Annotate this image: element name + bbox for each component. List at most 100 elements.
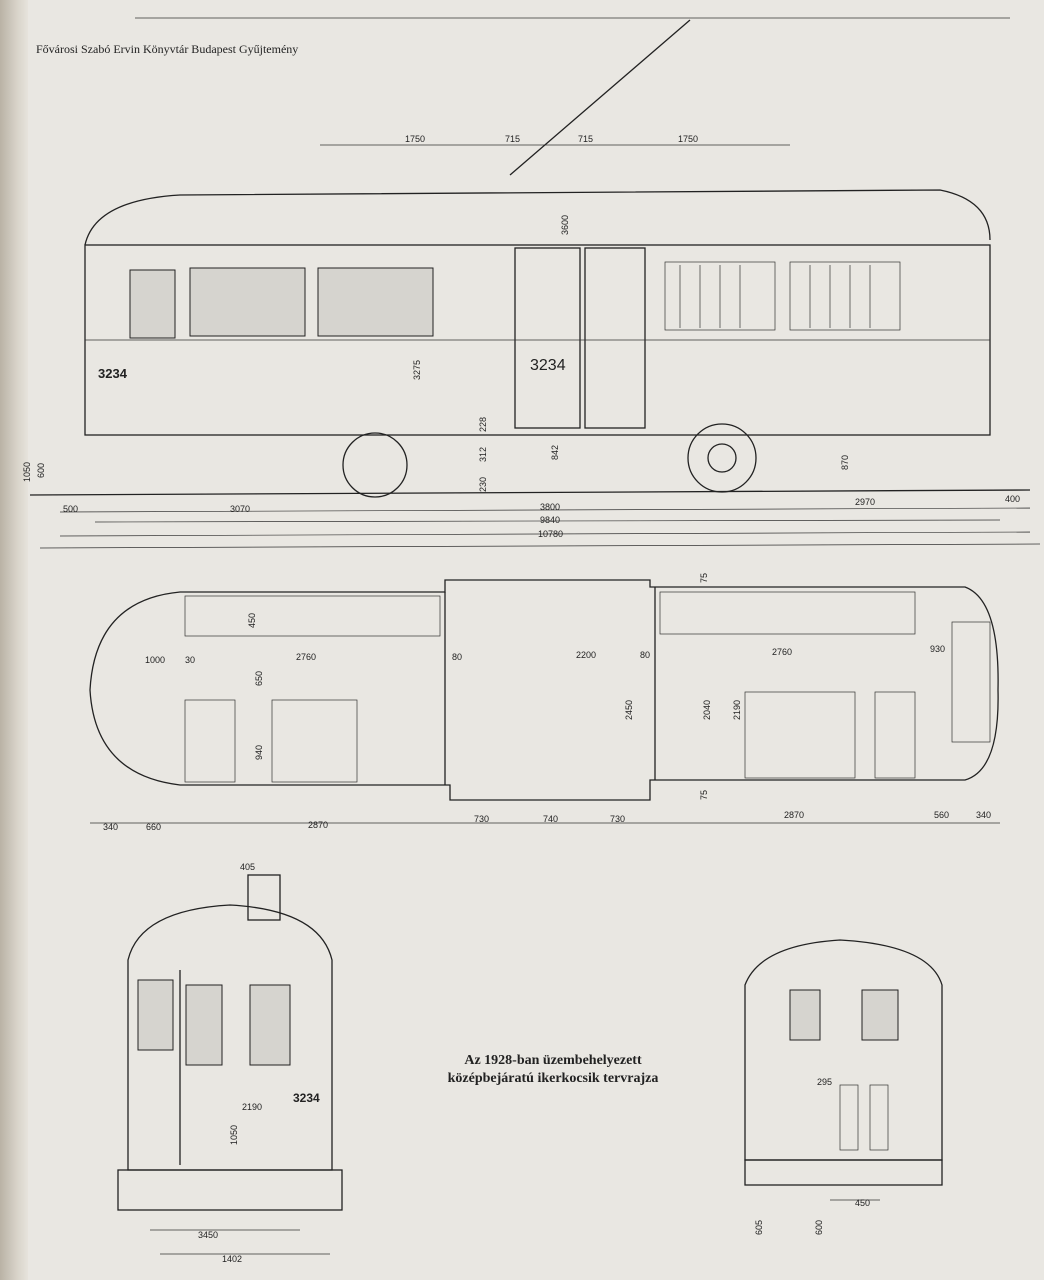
dim-label: 600 — [814, 1220, 824, 1235]
dim-line — [59, 531, 1031, 537]
window — [789, 989, 821, 1041]
dim-label: 2760 — [772, 647, 792, 657]
front-body — [127, 904, 333, 1171]
dim-label: 1402 — [222, 1254, 242, 1264]
roof-outline — [84, 189, 991, 246]
bench — [184, 595, 441, 637]
seat — [951, 621, 991, 743]
dim-label: 400 — [1005, 494, 1020, 504]
dim-label: 600 — [36, 463, 46, 478]
dim-line — [94, 519, 1001, 523]
dim-label: 1050 — [22, 462, 32, 482]
dim-label: 295 — [817, 1077, 832, 1087]
dim-label: 2190 — [732, 700, 742, 720]
car-number: 3234 — [293, 1091, 320, 1105]
wheel — [342, 432, 408, 498]
dim-label: 80 — [640, 650, 650, 660]
dim-label: 730 — [474, 814, 489, 824]
dim-label: 75 — [699, 573, 709, 583]
dim-label: 940 — [254, 745, 264, 760]
door — [514, 247, 581, 429]
dim-label: 450 — [247, 613, 257, 628]
seat — [271, 699, 358, 783]
seat — [184, 699, 236, 783]
library-watermark: Fővárosi Szabó Ervin Könyvtár Budapest G… — [36, 42, 299, 56]
window — [189, 267, 306, 337]
floor-outline — [89, 579, 999, 801]
caption-line-2: középbejáratú ikerkocsik tervrajza — [447, 1071, 659, 1086]
dim-label: 75 — [699, 790, 709, 800]
dim-label: 2870 — [308, 820, 328, 830]
window — [317, 267, 434, 337]
drawing-line — [707, 443, 737, 473]
book-spine — [0, 0, 28, 1280]
window — [185, 984, 223, 1066]
rail-line — [29, 489, 1031, 496]
dim-label: 2190 — [242, 1102, 262, 1112]
dim-label: 500 — [63, 504, 78, 514]
dim-label: 650 — [254, 671, 264, 686]
rear-view: 295 450 605 600 — [744, 939, 943, 1235]
dim-label: 730 — [610, 814, 625, 824]
headlamp-housing — [247, 874, 281, 921]
seat-section — [664, 261, 776, 331]
rear-body — [744, 939, 943, 1161]
dim-label: 842 — [550, 445, 560, 460]
dim-label: 870 — [840, 455, 850, 470]
dim-label: 3275 — [412, 360, 422, 380]
dim-label: 2760 — [296, 652, 316, 662]
seat — [744, 691, 856, 779]
dim-label: 340 — [103, 822, 118, 832]
dim-label: 715 — [578, 134, 593, 144]
door-panel — [839, 1084, 859, 1151]
window — [861, 989, 899, 1041]
trolley-pole — [509, 19, 691, 176]
dim-label: 3450 — [198, 1230, 218, 1240]
dim-label: 9840 — [540, 515, 560, 525]
dim-label: 10780 — [538, 529, 563, 539]
plan-view: 450 1000 30 2760 650 940 80 2200 80 2450… — [89, 573, 1000, 832]
dim-label: 3070 — [230, 504, 250, 514]
seat — [874, 691, 916, 779]
dim-label: 930 — [930, 644, 945, 654]
undercarriage — [744, 1159, 943, 1186]
dim-label: 1000 — [145, 655, 165, 665]
dim-line — [39, 543, 1041, 549]
car-number-door: 3234 — [530, 357, 566, 374]
dim-label: 230 — [478, 477, 488, 492]
dim-label: 740 — [543, 814, 558, 824]
dim-label: 450 — [855, 1198, 870, 1208]
dim-label: 3600 — [560, 215, 570, 235]
dim-label: 660 — [146, 822, 161, 832]
seat-section — [789, 261, 901, 331]
dim-label: 312 — [478, 447, 488, 462]
door — [584, 247, 646, 429]
dim-label: 2450 — [624, 700, 634, 720]
wheel — [687, 423, 757, 493]
dim-label: 340 — [976, 810, 991, 820]
window — [129, 269, 176, 339]
window — [249, 984, 291, 1066]
bench — [659, 591, 916, 635]
car-number: 3234 — [98, 366, 128, 381]
window — [137, 979, 174, 1051]
dim-label: 80 — [452, 652, 462, 662]
dim-line — [59, 507, 1031, 513]
seat-slats — [679, 265, 871, 328]
dim-label: 605 — [754, 1220, 764, 1235]
dim-label: 405 — [240, 862, 255, 872]
dim-label: 3800 — [540, 502, 560, 512]
side-view: 1750 715 715 1750 3234 3234 3600 3275 22… — [22, 19, 1041, 549]
dim-label: 2040 — [702, 700, 712, 720]
dim-label: 1050 — [229, 1125, 239, 1145]
dim-label: 228 — [478, 417, 488, 432]
undercarriage — [117, 1169, 343, 1211]
dim-label: 2870 — [784, 810, 804, 820]
door-panel — [869, 1084, 889, 1151]
dim-label: 2970 — [855, 497, 875, 507]
dim-label: 2200 — [576, 650, 596, 660]
front-view: 405 2190 1050 3234 3450 1402 — [117, 862, 343, 1264]
figure-caption: Az 1928-ban üzembehelyezett középbejárat… — [408, 1052, 698, 1088]
dim-label: 1750 — [678, 134, 698, 144]
